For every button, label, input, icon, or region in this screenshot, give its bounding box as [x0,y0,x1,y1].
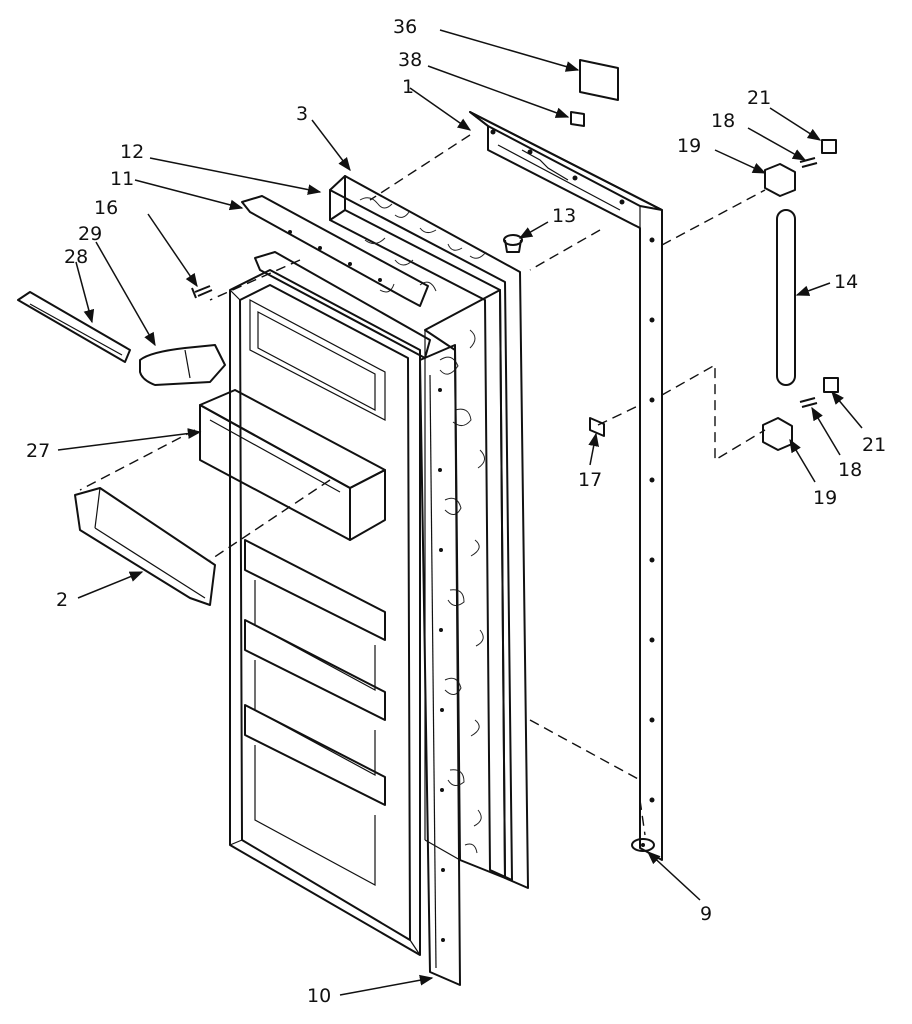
top-trim-strips [241,195,431,359]
callout-18-top: 18 [711,110,735,132]
door-trim-strip [419,344,461,986]
top-hinge [764,139,837,197]
callout-17: 17 [578,469,602,491]
callout-27: 27 [26,440,50,462]
callout-29: 29 [78,223,102,245]
callout-38: 38 [398,49,422,71]
callout-3: 3 [296,103,308,125]
callout-21-top: 21 [747,87,771,109]
leader-lines [57,29,863,996]
hinge-rod [776,209,796,386]
outer-door-panel-holes [490,129,655,803]
insulation-texture [359,197,487,854]
callout-11: 11 [110,168,134,190]
shelf-bar [74,487,216,606]
top-door-bin [199,389,386,541]
callout-36: 36 [393,16,417,38]
plug-13 [503,234,523,253]
door-handle [139,344,226,386]
callout-19-bottom: 19 [813,487,837,509]
callout-2: 2 [56,589,68,611]
callout-18-bottom: 18 [838,459,862,481]
outer-door-panel [469,111,663,861]
callout-1: 1 [402,76,414,98]
assembly-guide-lines [79,134,766,836]
callout-13: 13 [552,205,576,227]
callout-12: 12 [120,141,144,163]
nameplate-36 [579,59,619,101]
callout-14: 14 [834,271,858,293]
callout-10: 10 [307,985,331,1007]
bottom-hinge [762,377,839,451]
callout-28: 28 [64,246,88,268]
callout-21-bottom: 21 [862,434,886,456]
plate-38 [570,111,585,127]
door-shelves [244,539,386,887]
callout-9: 9 [700,903,712,925]
handle-trim [17,291,131,363]
inner-door-liner [229,269,421,956]
glide-9 [631,838,655,852]
clip-17 [589,417,605,437]
screw-16 [191,285,213,299]
callout-16: 16 [94,197,118,219]
callout-19-top: 19 [677,135,701,157]
callout-labels: 36 38 1 21 18 19 3 12 11 16 29 28 13 14 … [26,16,886,1007]
